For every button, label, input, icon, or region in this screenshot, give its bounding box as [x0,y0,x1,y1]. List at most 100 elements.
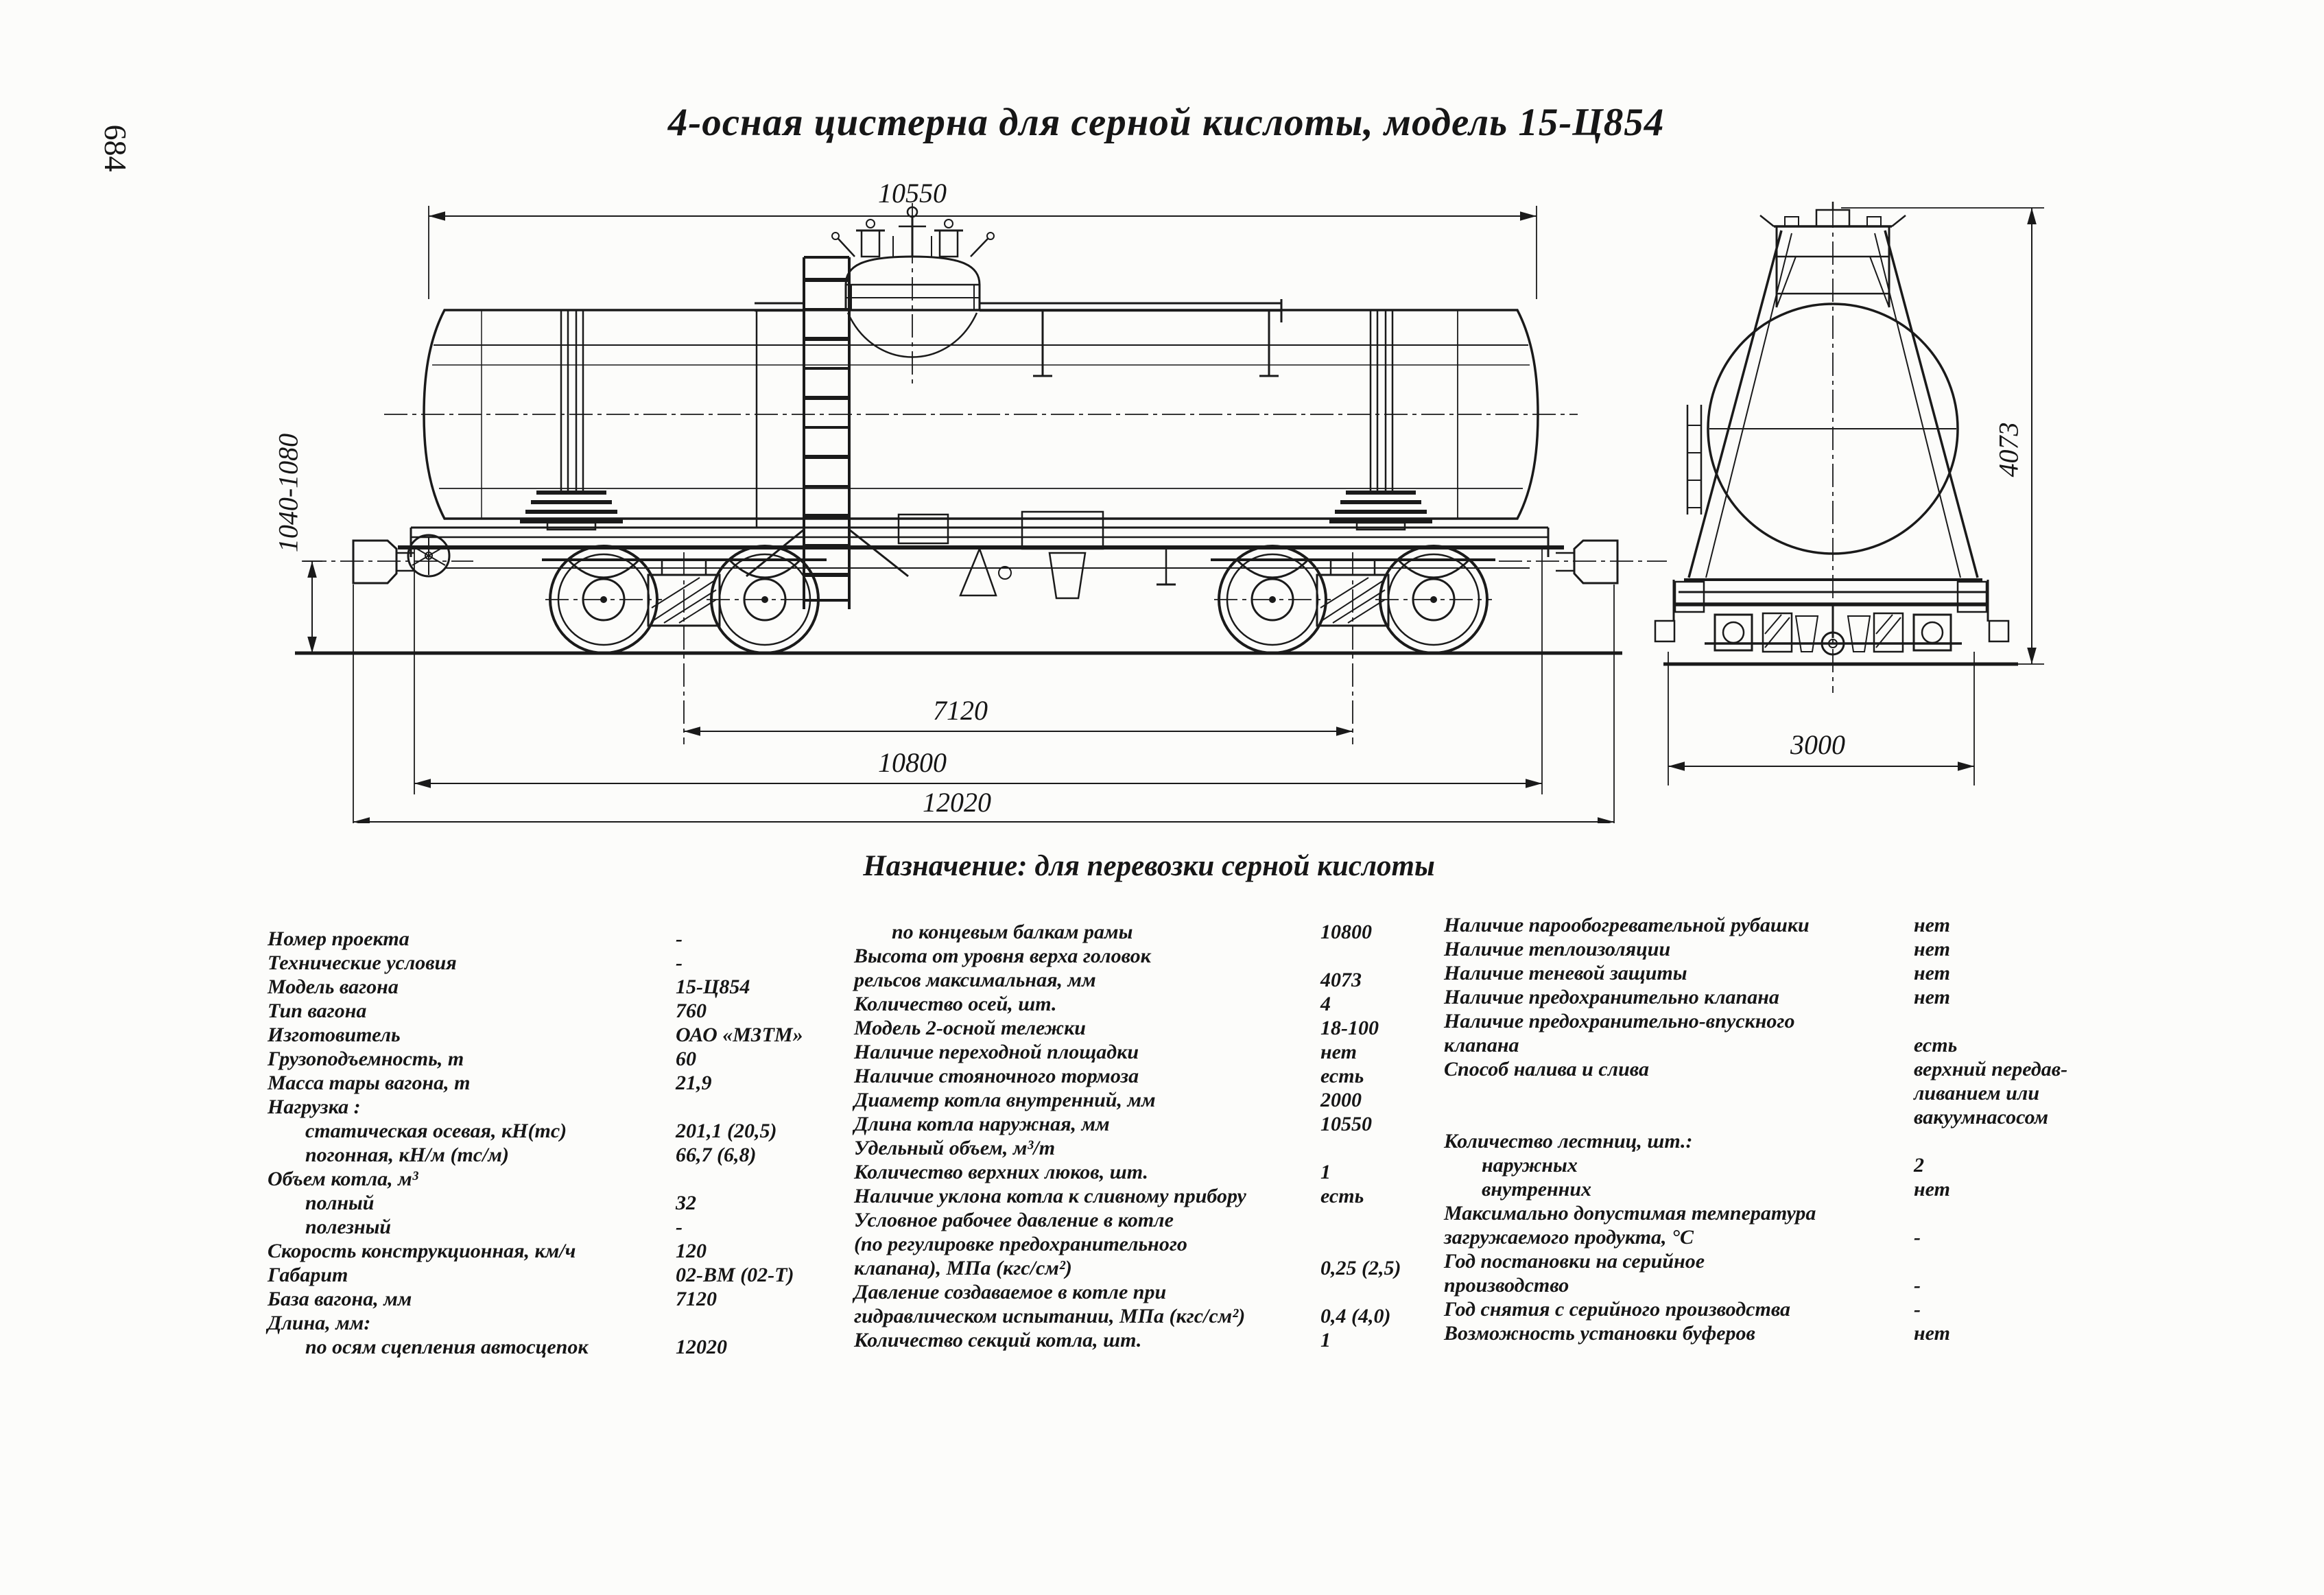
left-bogie [542,545,827,654]
spec-value: - [1914,1226,1921,1249]
spec-value: 2 [1914,1154,1924,1177]
left-coupler [303,539,473,584]
spec-label: Объем котла, м³ [268,1168,418,1190]
spec-row: загружаемого продукта, °С - [1444,1226,2253,1250]
spec-label: Изготовитель [268,1024,401,1046]
dim-tank-length: 10550 [878,178,947,209]
spec-value: 4 [1320,993,1331,1015]
spec-value: 0,25 (2,5) [1320,1257,1401,1279]
spec-label: гидравлическом испытании, МПа (кгс/см²) [854,1305,1246,1327]
spec-label: Наличие уклона котла к сливному прибору [854,1185,1246,1207]
spec-value: 02-ВМ (02-Т) [676,1264,794,1286]
right-saddle [1329,310,1432,531]
spec-value: 21,9 [676,1072,712,1094]
spec-row: производство- [1444,1274,2253,1298]
spec-label: Максимально допустимая температура [1444,1202,1816,1225]
spec-value: нет [1914,914,1950,936]
spec-value: есть [1320,1185,1364,1207]
spec-row: Удельный объем, м³/т [854,1137,1444,1161]
spec-value: верхний передав- [1914,1058,2068,1080]
handbrake-wheel [407,534,451,578]
spec-row: Способ налива и слива верхний передав- [1444,1058,2253,1082]
spec-row: Наличие парообогревательной рубашки нет [1444,914,2253,938]
spec-value: - [676,928,683,950]
spec-value: нет [1914,962,1950,984]
dim-coupler-height: 1040-1080 [272,433,304,553]
spec-row: гидравлическом испытании, МПа (кгс/см²)0… [854,1305,1444,1329]
spec-value: - [1914,1298,1921,1321]
spec-label: полезный [305,1216,392,1238]
dimension-lines [302,206,2044,823]
spec-row: Количество верхних люков, шт.1 [854,1161,1444,1185]
spec-row: погонная, кН/м (тс/м)66,7 (6,8) [268,1144,871,1168]
spec-row: Объем котла, м³ [268,1168,871,1192]
spec-label: Способ налива и слива [1444,1058,1649,1080]
page-number: 684 [98,124,133,172]
spec-value: 4073 [1320,969,1362,991]
platform [755,299,1283,527]
spec-label: производство [1444,1274,1569,1297]
underframe [398,526,1564,569]
spec-label: Габарит [268,1264,348,1286]
right-coupler [1499,539,1667,584]
dim-bogie-base: 7120 [933,695,988,726]
spec-row: Количество осей, шт. 4 [854,993,1444,1017]
dome-fittings [831,206,995,258]
spec-label: Наличие парообогревательной рубашки [1444,914,1810,936]
spec-label: Год снятия с серийного производства [1444,1298,1791,1321]
spec-row: Наличие уклона котла к сливному прибору е… [854,1185,1444,1209]
spec-label: Количество верхних люков, шт. [854,1161,1148,1183]
spec-label: Год постановки на серийное [1444,1250,1705,1273]
spec-value: нет [1914,1178,1950,1201]
spec-label: Модель вагона [268,976,399,998]
dim-max-height: 4073 [1993,422,2024,477]
spec-label: Технические условия [268,952,457,974]
spec-label: Количество лестниц, шт.: [1444,1130,1693,1153]
brake-equipment [897,510,1176,600]
spec-label: Наличие предохранительно-впускного [1444,1010,1795,1032]
spec-value: вакуумнасосом [1914,1106,2049,1129]
spec-value: есть [1914,1034,1958,1056]
spec-label: (по регулировке предохранительного [854,1233,1187,1255]
spec-label: внутренних [1482,1178,1592,1201]
spec-value: 120 [676,1240,707,1262]
spec-row: статическая осевая, кН(тс)201,1 (20,5) [268,1120,871,1144]
spec-row: Высота от уровня верха головок [854,945,1444,969]
spec-label: Скорость конструкционная, км/ч [268,1240,576,1262]
spec-row: Давление создаваемое в котле при [854,1281,1444,1305]
spec-value: 2000 [1320,1089,1362,1111]
spec-label: загружаемого продукта, °С [1444,1226,1694,1249]
spec-row: вакуумнасосом [1444,1106,2253,1130]
spec-label: Давление создаваемое в котле при [854,1281,1167,1303]
spec-row: Скорость конструкционная, км/ч 120 [268,1240,871,1264]
spec-label: Наличие теневой защиты [1444,962,1687,984]
spec-value: 7120 [676,1288,717,1310]
page-title: 4-осная цистерна для серной кислоты, мод… [667,101,1665,144]
spec-row: Наличие предохранительно-впускного [1444,1010,2253,1034]
spec-label: Количество осей, шт. [854,993,1057,1015]
spec-value: 32 [676,1192,696,1214]
dim-overall-length: 12020 [923,787,991,818]
spec-row: Год постановки на серийное [1444,1250,2253,1274]
spec-label: погонная, кН/м (тс/м) [305,1144,509,1166]
spec-label: Наличие стояночного тормоза [854,1065,1139,1087]
spec-value: - [676,952,683,974]
spec-value: 10800 [1320,921,1372,943]
spec-value: нет [1320,1041,1357,1063]
spec-row: Количество лестниц, шт.: [1444,1130,2253,1154]
